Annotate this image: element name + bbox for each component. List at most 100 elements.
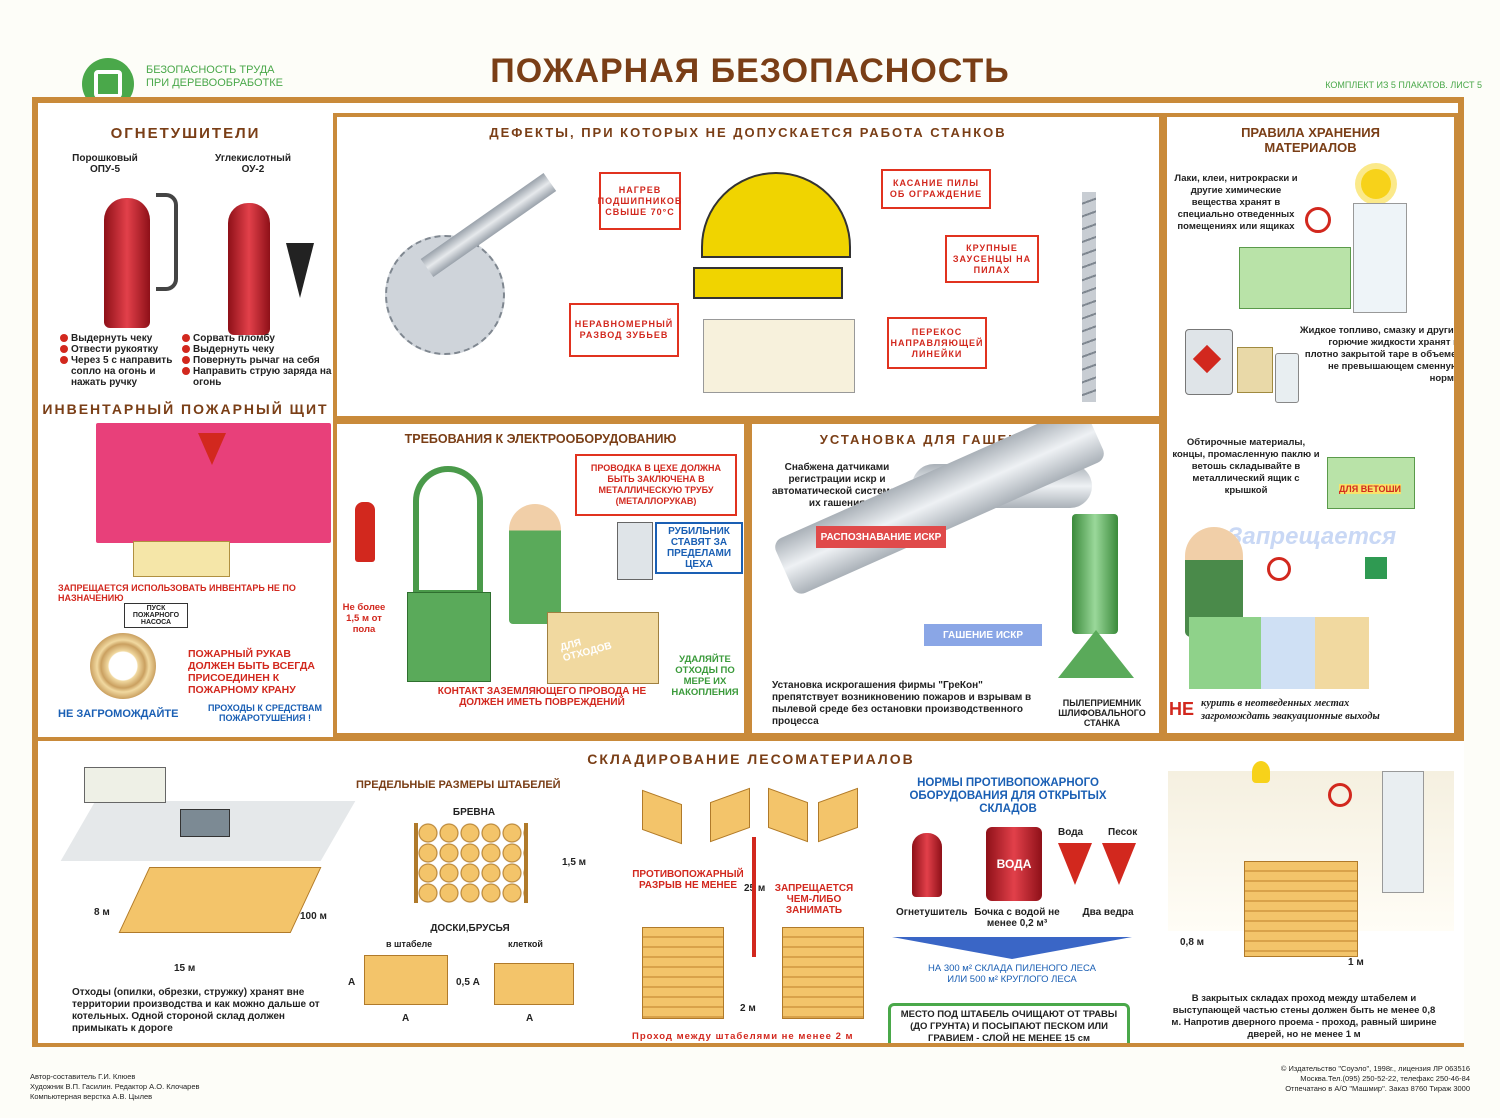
collector-label: ПЫЛЕПРИЕМНИК ШЛИФОВАЛЬНОГО СТАНКА	[1058, 698, 1146, 728]
electrical-title: ТРЕБОВАНИЯ К ЭЛЕКТРООБОРУДОВАНИЮ	[404, 432, 677, 446]
pump-sign: ПУСК ПОЖАРНОГО НАСОСА	[124, 603, 188, 628]
skew-label: ПЕРЕКОС НАПРАВЛЯЮЩЕЙ ЛИНЕЙКИ	[887, 317, 987, 369]
wall-extinguisher-icon	[355, 502, 375, 562]
panel-timber: СКЛАДИРОВАНИЕ ЛЕСОМАТЕРИАЛОВ 8 м 15 м 10…	[38, 737, 1464, 1043]
limits-title: ПРЕДЕЛЬНЫЕ РАЗМЕРЫ ШТАБЕЛЕЙ	[356, 779, 561, 791]
hose-text: ПОЖАРНЫЙ РУКАВ ДОЛЖЕН БЫТЬ ВСЕГДА ПРИСОЕ…	[188, 648, 315, 696]
board-stack-icon	[364, 955, 448, 1005]
a-label-3: А	[526, 1013, 534, 1024]
sand-bucket-icon	[1102, 843, 1136, 885]
ext-cap: Огнетушитель	[896, 907, 968, 918]
logo-line-2: ПРИ ДЕРЕВООБРАБОТКЕ	[146, 77, 284, 89]
shed-icon	[84, 767, 166, 803]
powder-step: Отвести рукоятку	[60, 344, 185, 355]
sun-icon	[1361, 169, 1391, 199]
page-title: ПОЖАРНАЯ БЕЗОПАСНОСТЬ	[490, 52, 1010, 90]
operator-icon	[509, 504, 561, 624]
passage-label: Проход между штабелями не менее 2 м	[632, 1031, 854, 1042]
spark-bottom-text: Установка искрогашения фирмы "ГреКон" пр…	[772, 680, 1032, 727]
publisher-line-2: Москва.Тел.(095) 250-52-22, телефакс 250…	[1300, 1074, 1470, 1083]
guard-slot-icon	[693, 267, 843, 299]
closed-08-label: 0,8 м	[1180, 937, 1205, 948]
extinguish-arrow: ГАШЕНИЕ ИСКР	[924, 624, 1042, 646]
shield-title: ИНВЕНТАРНЫЙ ПОЖАРНЫЙ ЩИТ	[42, 401, 329, 417]
co2-horn-icon	[286, 243, 314, 298]
in-stack-label: в штабеле	[386, 939, 433, 949]
rag-box-label: ДЛЯ ВЕТОШИ	[1339, 484, 1401, 494]
wiring-label: ПРОВОДКА В ЦЕХЕ ДОЛЖНА БЫТЬ ЗАКЛЮЧЕНА В …	[575, 454, 737, 516]
rag-box-icon	[1327, 457, 1415, 509]
fire-bucket-icon	[198, 433, 226, 465]
norms-title: НОРМЫ ПРОТИВОПОЖАРНОГО ОБОРУДОВАНИЯ ДЛЯ …	[909, 777, 1107, 815]
spark-desc: Снабжена датчиками регистрации искр и ав…	[772, 462, 903, 509]
warehouse-door-icon	[1382, 771, 1424, 893]
co2-steps: Сорвать пломбу Выдернуть чеку Повернуть …	[182, 333, 332, 388]
stack-right-icon	[782, 927, 864, 1019]
boards-label: ДОСКИ,БРУСЬЯ	[430, 923, 510, 934]
waste-cart-icon	[547, 612, 659, 684]
co2-step: Сорвать пломбу	[182, 333, 332, 344]
footer-publisher: © Издательство "Соуэло", 1998г., лицензи…	[1281, 1064, 1470, 1094]
exit-sign-icon	[1365, 557, 1387, 579]
defects-title: ДЕФЕКТЫ, ПРИ КОТОРЫХ НЕ ДОПУСКАЕТСЯ РАБО…	[489, 125, 1007, 140]
credit-artist: Художник В.П. Гасилин. Редактор А.О. Кло…	[30, 1082, 200, 1091]
plank-icon	[642, 789, 682, 845]
no-smoking-sign-icon	[1267, 557, 1291, 581]
sand-label: Песок	[1108, 827, 1138, 838]
gap-arrow-icon	[752, 837, 756, 957]
no-fire-sign-icon	[1305, 207, 1331, 233]
blocked-boxes-icon	[1189, 617, 1369, 689]
pile-15-label: 15 м	[174, 963, 196, 974]
timber-title: СКЛАДИРОВАНИЕ ЛЕСОМАТЕРИАЛОВ	[587, 751, 915, 767]
forbidden-label: Запрещается	[1227, 523, 1397, 550]
powder-step: Через 5 с направить сопло на огонь и наж…	[60, 355, 185, 388]
panel-defects: ДЕФЕКТЫ, ПРИ КОТОРЫХ НЕ ДОПУСКАЕТСЯ РАБО…	[333, 113, 1163, 420]
a-label-1: А	[348, 977, 356, 988]
warehouse-lamp-icon	[1252, 761, 1270, 783]
bottle-icon	[1275, 353, 1299, 403]
ne-label: НЕ	[1169, 699, 1195, 719]
panel-electrical: ТРЕБОВАНИЯ К ЭЛЕКТРООБОРУДОВАНИЮ ПРОВОДК…	[333, 420, 748, 737]
saw-teeth-icon	[1082, 192, 1096, 402]
ne-line-1: курить в неотведенных местах	[1201, 698, 1350, 709]
switch-panel-icon	[617, 522, 653, 580]
sand-box-icon	[133, 541, 230, 577]
water-bucket-icon	[1058, 843, 1092, 885]
powder-hose-icon	[156, 193, 178, 291]
water-label: Вода	[1058, 827, 1084, 838]
no-clutter-text: ПРОХОДЫ К СРЕДСТВАМ ПОЖАРОТУШЕНИЯ !	[207, 703, 323, 723]
warehouse-no-fire-icon	[1328, 783, 1352, 807]
panel-spark: УСТАНОВКА ДЛЯ ГАШЕНИЯ ИСКР Снабжена датч…	[748, 420, 1163, 737]
fire-hose-icon	[90, 633, 156, 699]
norms-extinguisher-icon	[912, 833, 942, 897]
saw-guard-icon	[701, 172, 851, 258]
publisher-line-3: Отпечатано в А/О "Машмир". Заказ 8760 Ти…	[1285, 1084, 1470, 1093]
logs-label: БРЕВНА	[452, 807, 496, 818]
truck-icon	[180, 809, 230, 837]
water-barrel-icon: ВОДА	[986, 827, 1042, 901]
canister-icon	[1237, 347, 1273, 393]
collector-hood-icon	[1058, 630, 1134, 678]
storage-text-1: Лаки, клеи, нитрокраски и другие химичес…	[1174, 173, 1298, 232]
plank-icon	[818, 787, 858, 843]
ne-line-2: загромождать эвакуационные выходы	[1201, 711, 1380, 722]
stack-left-icon	[642, 927, 724, 1019]
logo-icon	[94, 70, 122, 98]
remove-label: УДАЛЯЙТЕ ОТХОДЫ ПО МЕРЕ ИХ НАКОПЛЕНИЯ	[671, 654, 739, 698]
per-area-label: НА 300 м² СКЛАДА ПИЛЕНОГО ЛЕСА ИЛИ 500 м…	[927, 963, 1097, 985]
powder-step: Выдернуть чеку	[60, 333, 185, 344]
closed-1-label: 1 м	[1348, 957, 1364, 968]
saw-base-icon	[407, 592, 491, 682]
a05-label: 0,5 А	[456, 977, 480, 988]
fence-icon	[703, 319, 855, 393]
height-label: Не более 1,5 м от пола	[342, 602, 386, 635]
plank-icon	[768, 787, 808, 843]
co2-extinguisher-icon	[228, 203, 270, 335]
storage-room-door-icon	[1353, 203, 1407, 313]
extinguishers-title: ОГНЕТУШИТЕЛИ	[110, 125, 261, 142]
gap-forbid-label: ЗАПРЕЩАЕТСЯ ЧЕМ-ЛИБО ЗАНИМАТЬ	[774, 883, 854, 916]
closed-text: В закрытых складах проход между штабелем…	[1171, 993, 1437, 1040]
